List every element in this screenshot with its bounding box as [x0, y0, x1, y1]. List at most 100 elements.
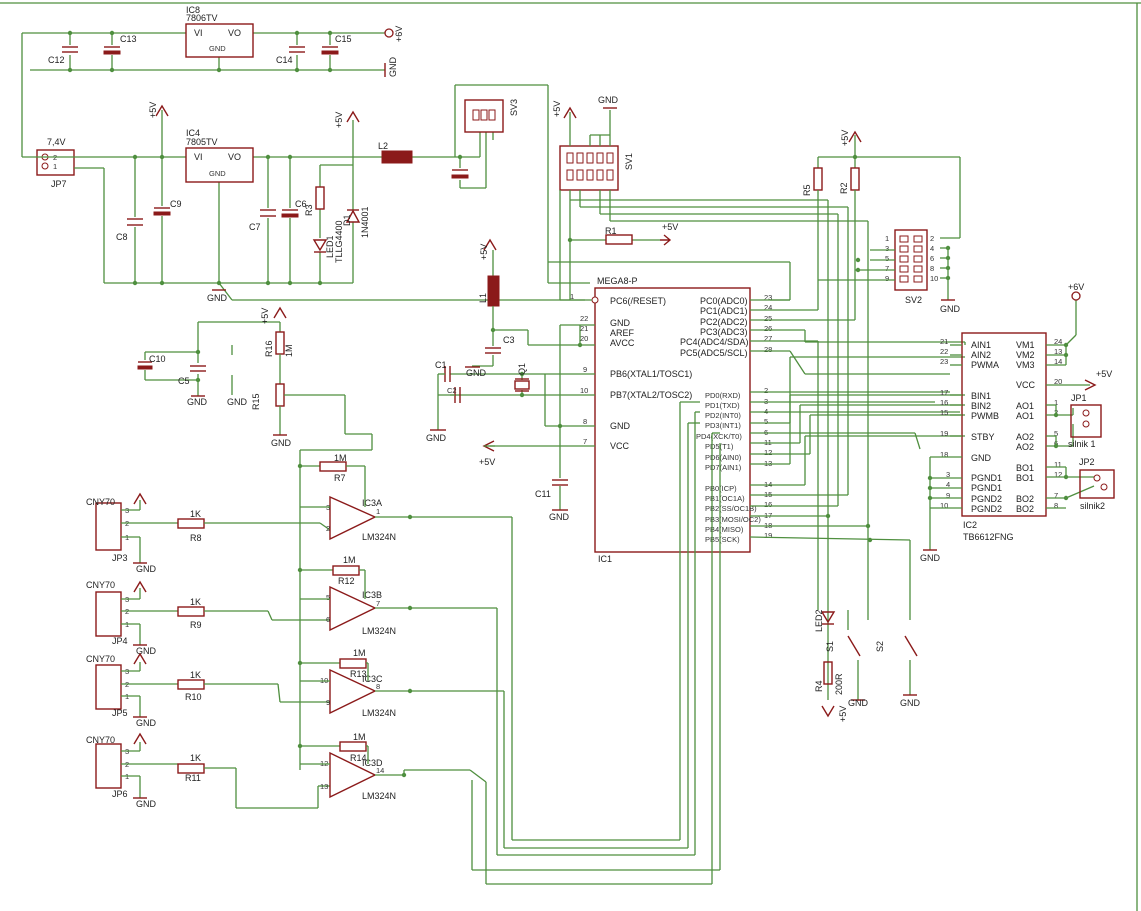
svg-text:PB2(SS/OC1B): PB2(SS/OC1B)	[705, 504, 757, 513]
svg-text:PB6(XTAL1/TOSC1): PB6(XTAL1/TOSC1)	[610, 369, 692, 379]
svg-text:10: 10	[580, 386, 588, 395]
svg-text:BIN1: BIN1	[971, 391, 991, 401]
regulator-7806-section	[21, 30, 385, 157]
svg-text:AVCC: AVCC	[610, 338, 635, 348]
svg-text:C8: C8	[116, 232, 128, 242]
svg-text:+5V: +5V	[552, 101, 562, 117]
jp2-motor-connector: JP2 silnik2	[1079, 457, 1115, 511]
capacitor-c14: C14	[276, 46, 305, 65]
svg-text:R16: R16	[264, 340, 274, 357]
svg-text:+5V: +5V	[840, 130, 850, 146]
svg-text:AIN1: AIN1	[971, 340, 991, 350]
svg-text:VM2: VM2	[1016, 350, 1035, 360]
svg-text:JP1: JP1	[1071, 393, 1087, 403]
svg-text:1M: 1M	[334, 453, 347, 463]
svg-text:JP2: JP2	[1079, 457, 1095, 467]
svg-text:23: 23	[940, 357, 948, 366]
svg-text:27: 27	[764, 334, 772, 343]
svg-text:GND: GND	[920, 553, 941, 563]
svg-text:VCC: VCC	[1016, 380, 1036, 390]
svg-text:1: 1	[1054, 398, 1058, 407]
svg-text:5: 5	[885, 254, 889, 263]
svg-text:21: 21	[580, 324, 588, 333]
svg-text:2: 2	[326, 524, 330, 533]
svg-text:9: 9	[583, 365, 587, 374]
svg-text:26: 26	[764, 324, 772, 333]
capacitor-c15: C15	[321, 34, 352, 55]
svg-text:JP5: JP5	[112, 708, 128, 718]
svg-text:C15: C15	[335, 34, 352, 44]
svg-text:IC4: IC4	[186, 128, 200, 138]
svg-text:VO: VO	[228, 152, 241, 162]
svg-text:GND: GND	[136, 564, 157, 574]
svg-text:BO2: BO2	[1016, 504, 1034, 514]
svg-text:24: 24	[1054, 337, 1062, 346]
svg-text:17: 17	[940, 388, 948, 397]
svg-text:7805TV: 7805TV	[186, 137, 218, 147]
svg-text:TB6612FNG: TB6612FNG	[963, 532, 1014, 542]
svg-text:C6: C6	[295, 199, 307, 209]
svg-text:MEGA8-P: MEGA8-P	[597, 276, 638, 286]
svg-text:S2: S2	[875, 641, 885, 652]
svg-text:GND: GND	[388, 57, 398, 78]
svg-text:VM3: VM3	[1016, 360, 1035, 370]
svg-text:Q1: Q1	[517, 363, 527, 375]
svg-text:GND: GND	[466, 368, 487, 378]
svg-text:1K: 1K	[190, 509, 201, 519]
svg-text:+5V: +5V	[260, 308, 270, 324]
svg-text:PD3(INT1): PD3(INT1)	[705, 421, 741, 430]
svg-text:19: 19	[940, 429, 948, 438]
svg-text:PGND2: PGND2	[971, 504, 1002, 514]
svg-text:+5V: +5V	[662, 222, 678, 232]
svg-text:3: 3	[946, 470, 950, 479]
svg-text:IC2: IC2	[963, 520, 977, 530]
svg-text:JP6: JP6	[112, 789, 128, 799]
ic8-ref: IC8	[186, 5, 200, 15]
svg-text:5: 5	[764, 417, 768, 426]
sv1-signal-wires	[548, 190, 868, 301]
svg-text:7: 7	[885, 264, 889, 273]
svg-text:AO2: AO2	[1016, 432, 1034, 442]
gnd-symbol-top: GND	[384, 57, 398, 78]
svg-text:CNY70: CNY70	[86, 654, 115, 664]
svg-text:PC3(ADC3): PC3(ADC3)	[700, 327, 748, 337]
svg-text:25: 25	[764, 314, 772, 323]
svg-text:R9: R9	[190, 620, 202, 630]
svg-text:16: 16	[764, 500, 772, 509]
capacitor-c6: C6	[281, 199, 307, 218]
capacitor-c12: C12	[48, 46, 78, 65]
svg-text:GND: GND	[971, 453, 992, 463]
svg-text:1M: 1M	[284, 344, 294, 357]
p5v-arrow-c9: +5V	[148, 102, 169, 118]
svg-text:R5: R5	[802, 184, 812, 196]
ic8-regulator: IC8 7806TV VI VO GND	[185, 5, 254, 58]
svg-text:R8: R8	[190, 533, 202, 543]
svg-text:GND: GND	[136, 646, 157, 656]
svg-text:PC0(ADC0): PC0(ADC0)	[700, 296, 748, 306]
svg-text:C3: C3	[503, 335, 515, 345]
svg-text:19: 19	[764, 531, 772, 540]
svg-text:PB1(OC1A): PB1(OC1A)	[705, 494, 745, 503]
svg-text:C14: C14	[276, 55, 293, 65]
svg-text:R12: R12	[338, 576, 355, 586]
svg-text:1: 1	[570, 292, 574, 301]
svg-text:7: 7	[376, 599, 380, 608]
svg-text:C10: C10	[149, 354, 166, 364]
svg-text:GND: GND	[209, 169, 226, 178]
svg-text:6: 6	[326, 615, 330, 624]
jp7-ref: JP7	[51, 179, 67, 189]
switch-s1: GND S1	[825, 610, 869, 708]
svg-text:6: 6	[930, 254, 934, 263]
svg-text:BO1: BO1	[1016, 473, 1034, 483]
svg-text:PGND1: PGND1	[971, 473, 1002, 483]
svg-text:PD6(AIN0): PD6(AIN0)	[705, 453, 742, 462]
svg-text:10: 10	[930, 274, 938, 283]
svg-text:8: 8	[930, 264, 934, 273]
svg-text:8: 8	[376, 682, 380, 691]
svg-text:PD4(XCK/T0): PD4(XCK/T0)	[696, 432, 742, 441]
led2-and-r4: LED2 R4 200R +5V	[814, 609, 848, 722]
svg-text:LM324N: LM324N	[362, 708, 396, 718]
svg-text:PC6(/RESET): PC6(/RESET)	[610, 296, 666, 306]
